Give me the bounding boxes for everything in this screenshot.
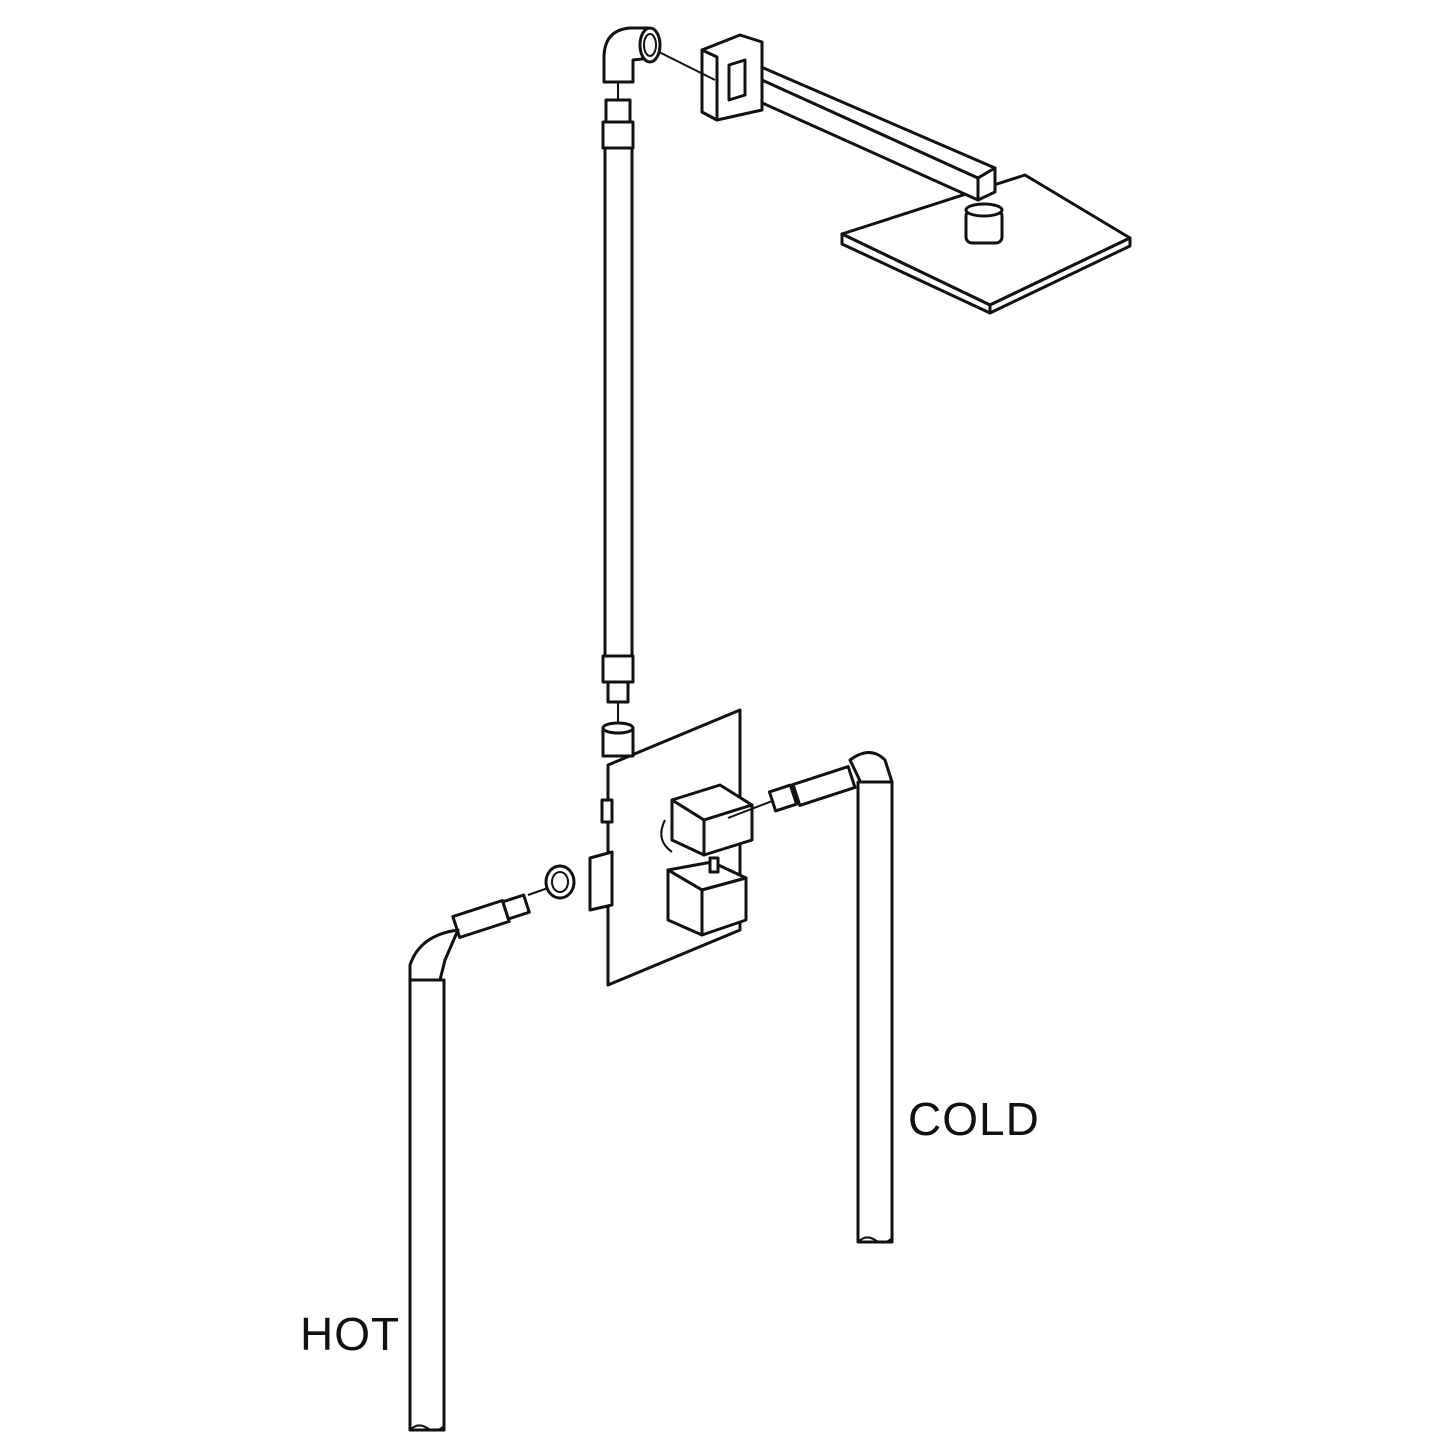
cold-label: COLD: [908, 1093, 1040, 1145]
hot-label: HOT: [300, 1308, 400, 1360]
upper-handle: [660, 783, 754, 857]
shower-arm: [700, 33, 997, 202]
top-elbow: [602, 26, 662, 100]
shower-head: [840, 173, 1132, 315]
lower-handle: [666, 856, 748, 937]
cold-supply-pipe: [727, 751, 894, 1244]
riser-pipe: [601, 98, 635, 728]
valve-body: [544, 721, 635, 912]
hot-supply-pipe: [408, 887, 549, 1432]
assembly-line: [654, 49, 716, 81]
